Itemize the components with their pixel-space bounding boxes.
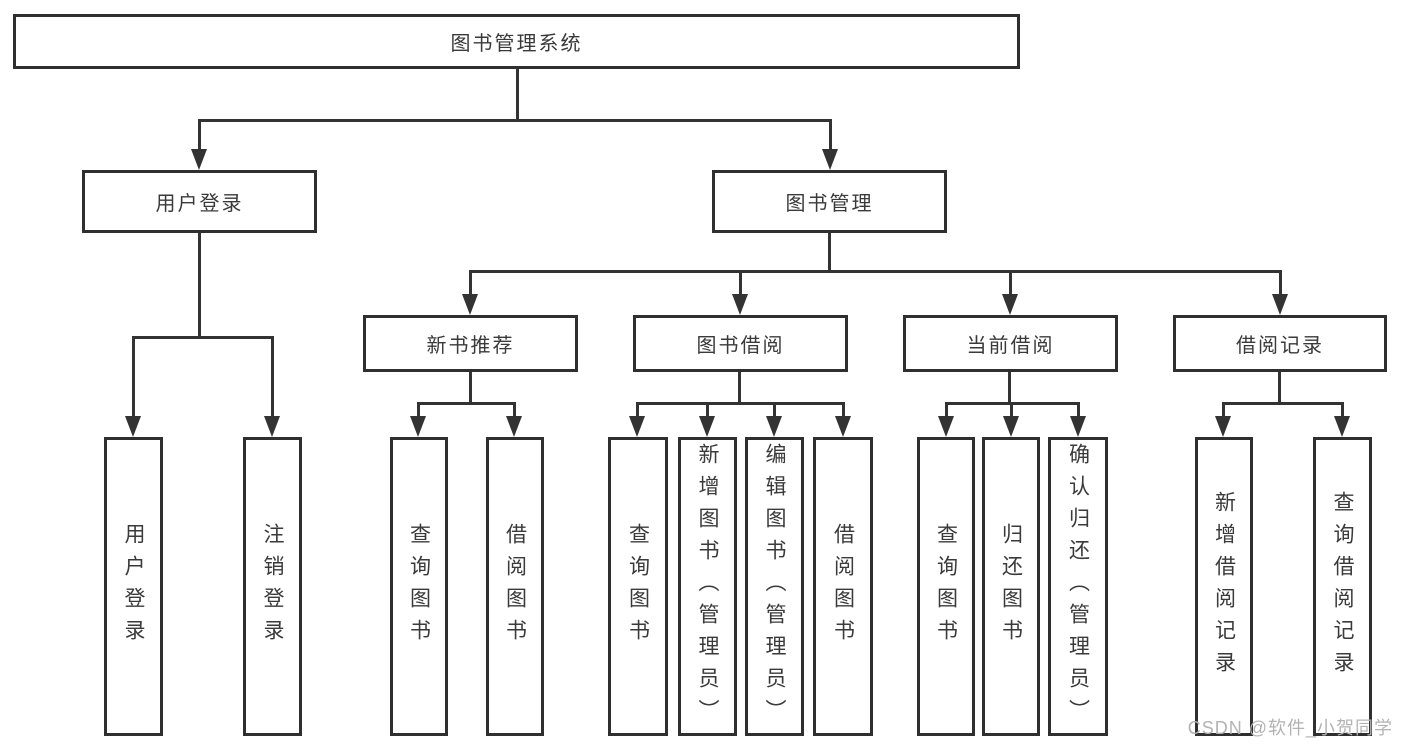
- connector-bookmgmt-drop1: [469, 270, 472, 297]
- arrow-down-icon: [732, 294, 748, 315]
- connector-current-drop1: [945, 402, 948, 419]
- connector-userlogin-hline: [132, 336, 274, 339]
- leaf-add-borrow-record: 新增借阅记录: [1195, 437, 1253, 736]
- connector-root-stem: [516, 69, 519, 121]
- arrow-down-icon: [1215, 416, 1231, 437]
- node-book-borrow: 图书借阅: [633, 315, 848, 372]
- connector-root-hline: [198, 119, 832, 122]
- connector-newbook-drop1: [417, 402, 420, 419]
- arrow-down-icon: [629, 416, 645, 437]
- connector-newbook-hline: [417, 402, 516, 405]
- arrow-down-icon: [506, 416, 522, 437]
- node-book-management: 图书管理: [712, 170, 947, 233]
- arrow-down-icon: [462, 294, 478, 315]
- arrow-down-icon: [1002, 294, 1018, 315]
- arrow-down-icon: [822, 149, 838, 170]
- arrow-down-icon: [125, 416, 141, 437]
- connector-records-drop2: [1341, 402, 1344, 419]
- connector-bookmgmt-hline: [469, 270, 1282, 273]
- arrow-down-icon: [938, 416, 954, 437]
- connector-bookmgmt-drop3: [1009, 270, 1012, 297]
- connector-bookmgmt-stem: [828, 233, 831, 273]
- leaf-borrow-books-borrow: 借阅图书: [813, 437, 873, 736]
- leaf-query-books-borrow: 查询图书: [608, 437, 668, 736]
- node-borrow-records: 借阅记录: [1173, 315, 1387, 372]
- connector-userlogin-stem: [198, 233, 201, 339]
- connector-borrow-drop4: [842, 402, 845, 419]
- leaf-logout: 注销登录: [243, 437, 302, 736]
- arrow-down-icon: [766, 416, 782, 437]
- arrow-down-icon: [410, 416, 426, 437]
- leaf-query-borrow-record: 查询借阅记录: [1313, 437, 1372, 736]
- connector-borrow-stem: [738, 372, 741, 405]
- connector-borrow-drop2: [706, 402, 709, 419]
- leaf-user-login: 用户登录: [104, 437, 163, 736]
- node-root-system: 图书管理系统: [13, 14, 1020, 69]
- node-user-login: 用户登录: [82, 170, 317, 233]
- arrow-down-icon: [1070, 416, 1086, 437]
- arrow-down-icon: [699, 416, 715, 437]
- connector-bookmgmt-drop2: [739, 270, 742, 297]
- leaf-edit-book-admin: 编辑图书（管理员）: [745, 437, 804, 736]
- connector-records-hline: [1222, 402, 1344, 405]
- connector-borrow-drop3: [773, 402, 776, 419]
- leaf-query-books-recommend: 查询图书: [390, 437, 448, 736]
- connector-current-drop2: [1010, 402, 1013, 419]
- connector-root-drop-left: [198, 119, 201, 152]
- leaf-add-book-admin: 新增图书（管理员）: [678, 437, 737, 736]
- arrow-down-icon: [1334, 416, 1350, 437]
- arrow-down-icon: [1003, 416, 1019, 437]
- arrow-down-icon: [1272, 294, 1288, 315]
- node-new-book-recommend: 新书推荐: [363, 315, 578, 372]
- connector-bookmgmt-drop4: [1279, 270, 1282, 297]
- connector-records-stem: [1278, 372, 1281, 405]
- connector-newbook-drop2: [513, 402, 516, 419]
- leaf-query-books-current: 查询图书: [917, 437, 975, 736]
- leaf-return-book: 归还图书: [982, 437, 1040, 736]
- connector-borrow-hline: [636, 402, 845, 405]
- arrow-down-icon: [835, 416, 851, 437]
- connector-root-drop-right: [829, 119, 832, 152]
- connector-current-drop3: [1077, 402, 1080, 419]
- connector-userlogin-drop2: [271, 336, 274, 419]
- arrow-down-icon: [191, 149, 207, 170]
- connector-userlogin-drop1: [132, 336, 135, 419]
- connector-current-stem: [1008, 372, 1011, 405]
- node-current-borrow: 当前借阅: [903, 315, 1118, 372]
- csdn-watermark: CSDN @软件_小贺同学: [1187, 718, 1393, 738]
- leaf-confirm-return-admin: 确认归还（管理员）: [1048, 437, 1108, 736]
- leaf-borrow-books-recommend: 借阅图书: [486, 437, 544, 736]
- connector-borrow-drop1: [636, 402, 639, 419]
- connector-records-drop1: [1222, 402, 1225, 419]
- arrow-down-icon: [264, 416, 280, 437]
- connector-newbook-stem: [469, 372, 472, 405]
